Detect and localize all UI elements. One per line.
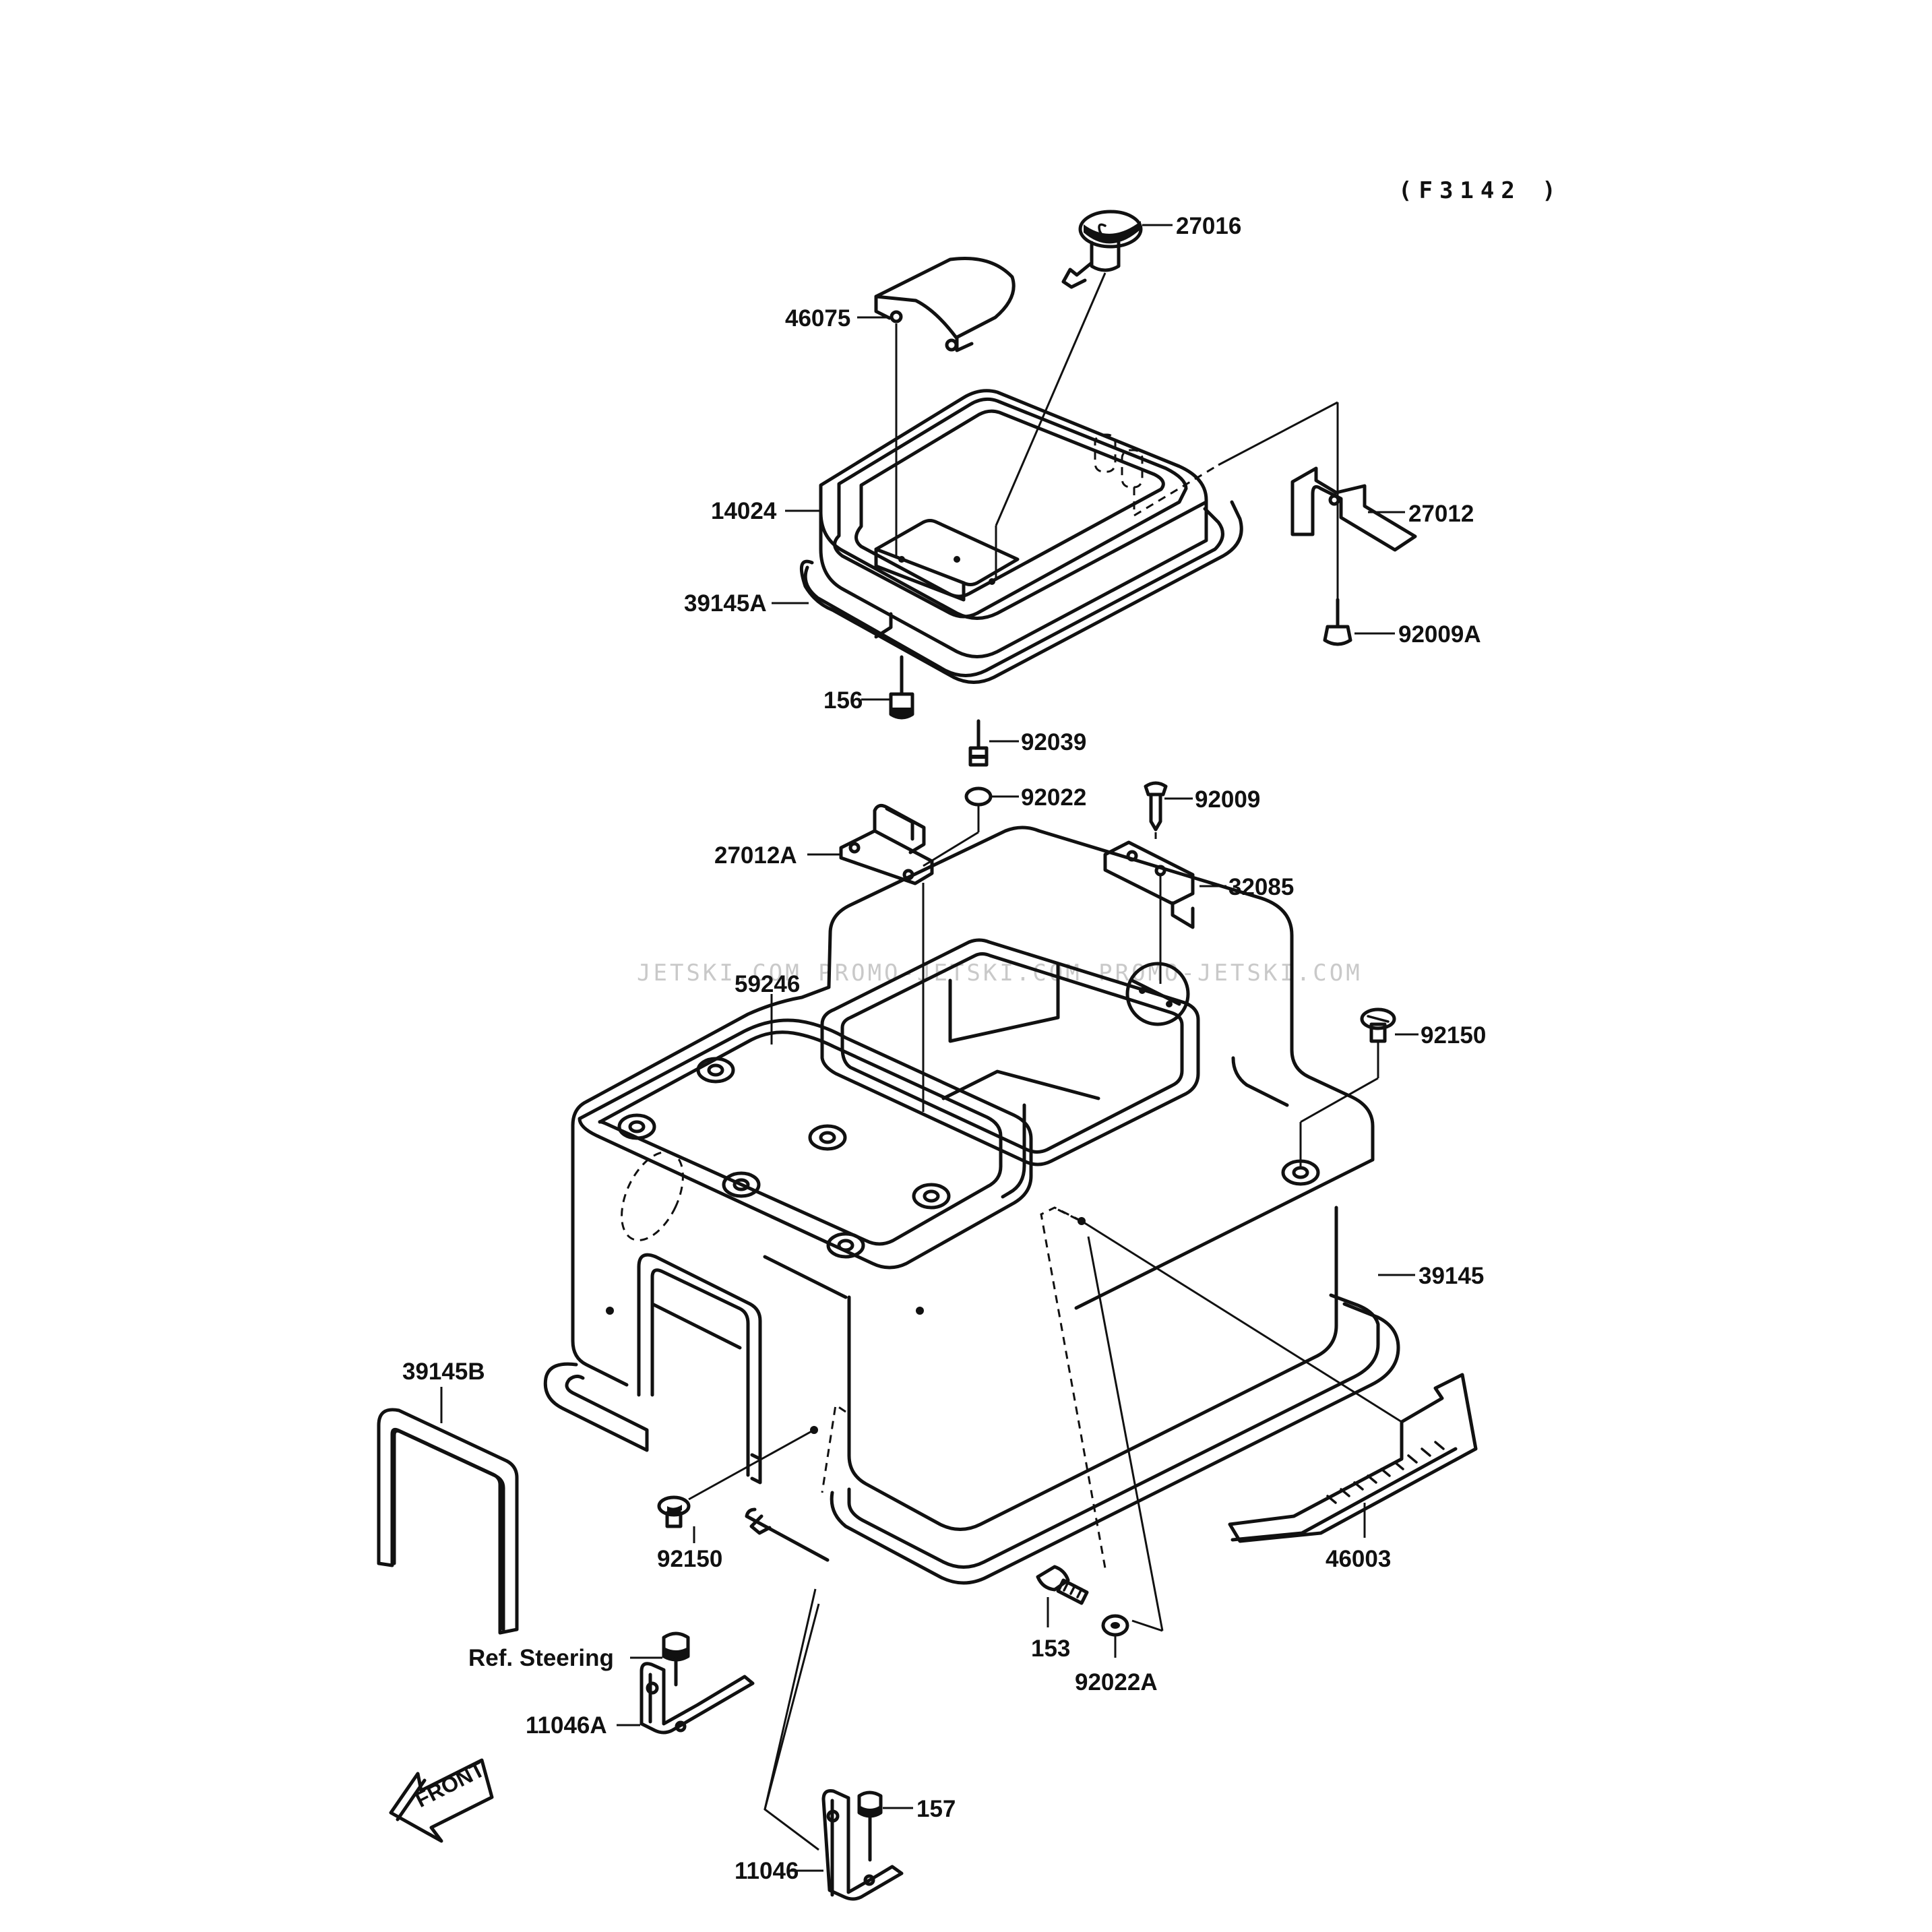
- label-92039: 92039: [1021, 729, 1086, 755]
- part-27012-latch-bracket: [1290, 466, 1417, 552]
- label-39145B: 39145B: [402, 1359, 485, 1385]
- label-27012A: 27012A: [714, 842, 797, 869]
- front-direction-arrow: FRONT: [389, 1757, 494, 1843]
- label-39145: 39145: [1419, 1263, 1484, 1289]
- part-39145-main-gasket: [543, 1293, 1400, 1585]
- part-153-bolt: [1036, 1565, 1089, 1605]
- part-11046A-steering-bracket: [640, 1662, 755, 1735]
- label-39145A: 39145A: [684, 590, 767, 617]
- part-14024-upper-lid: [819, 389, 1219, 658]
- part-92150-screw-left: [657, 1495, 691, 1528]
- label-92150-right: 92150: [1421, 1022, 1486, 1049]
- part-27016-latch-knob: [1061, 210, 1143, 289]
- label-92150-left: 92150: [657, 1546, 722, 1572]
- part-39145A-lid-gasket: [799, 500, 1243, 684]
- label-92009: 92009: [1195, 786, 1260, 813]
- label-46075: 46075: [785, 305, 850, 332]
- part-92150-screw-right: [1360, 1007, 1396, 1043]
- label-157: 157: [916, 1796, 956, 1822]
- part-92022A-washer: [1101, 1614, 1129, 1637]
- diagram-code: (F3142 ): [1398, 177, 1563, 204]
- part-156-bolt: [889, 655, 914, 720]
- watermark: JETSKI.COM PROMO-JETSKI.COM PROMO-JETSKI…: [637, 960, 1363, 987]
- part-39145B-front-gasket: [377, 1408, 519, 1635]
- part-92009A-screw: [1323, 598, 1352, 646]
- deck-mounting-boss: [617, 1057, 1320, 1259]
- part-11046-bracket: [821, 1789, 904, 1901]
- ref-steering-bolt: [662, 1631, 690, 1687]
- label-92022A: 92022A: [1075, 1669, 1158, 1695]
- part-92039-pin: [968, 719, 989, 767]
- part-92009-screw: [1144, 781, 1168, 832]
- label-46003: 46003: [1326, 1546, 1391, 1572]
- part-27012A-latch-plate: [839, 803, 934, 885]
- part-157-bolt: [857, 1790, 883, 1862]
- label-27012: 27012: [1408, 501, 1474, 527]
- label-59246: 59246: [735, 971, 800, 997]
- label-92009A: 92009A: [1398, 621, 1481, 648]
- label-27016: 27016: [1176, 213, 1241, 239]
- label-11046A: 11046A: [526, 1712, 607, 1739]
- label-156: 156: [823, 687, 863, 714]
- part-92022-washer: [964, 786, 993, 807]
- part-46003-rear-deflector: [1228, 1373, 1478, 1543]
- part-59246-hull-housing: [571, 825, 1375, 1531]
- label-32085: 32085: [1228, 874, 1294, 900]
- ref-steering-note: Ref. Steering: [468, 1645, 614, 1671]
- label-153: 153: [1031, 1635, 1070, 1662]
- label-14024: 14024: [711, 498, 777, 524]
- label-11046: 11046: [735, 1858, 799, 1884]
- label-92022: 92022: [1021, 784, 1086, 811]
